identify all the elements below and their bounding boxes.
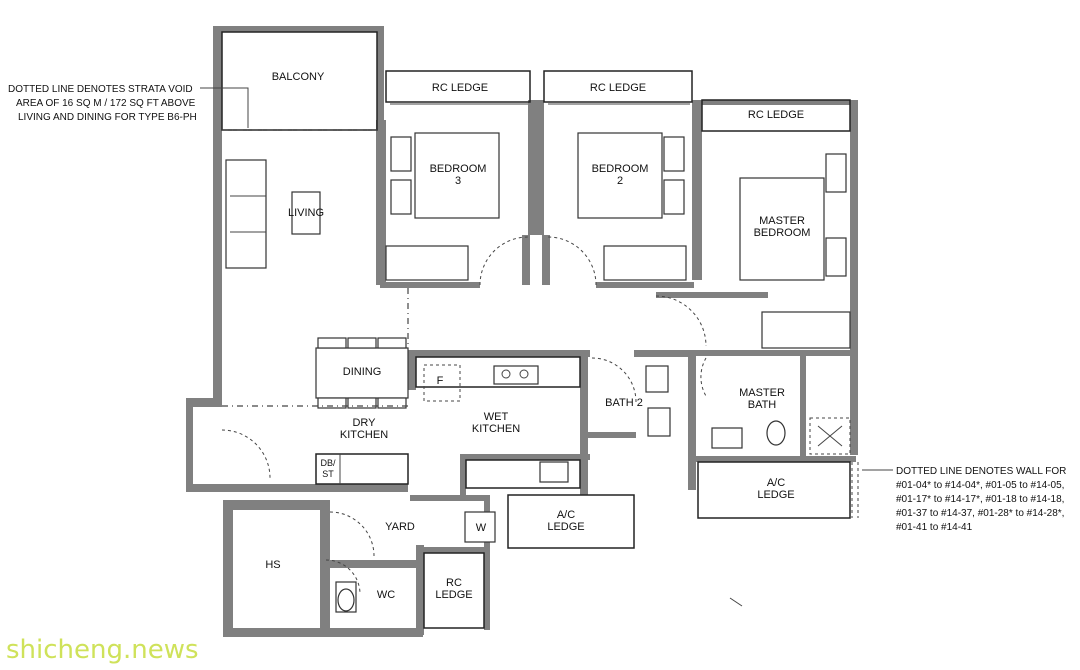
room-labels: BALCONY RC LEDGE RC LEDGE RC LEDGE BEDRO… bbox=[265, 71, 810, 601]
label-w: W bbox=[476, 522, 487, 534]
svg-text:LIVING AND DINING FOR TYPE B6-: LIVING AND DINING FOR TYPE B6-PH bbox=[18, 112, 197, 123]
label-bedroom2-b: 2 bbox=[617, 175, 623, 187]
annotation-wall-for: DOTTED LINE DENOTES WALL FOR #01-04* to … bbox=[896, 466, 1066, 533]
label-balcony: BALCONY bbox=[272, 71, 325, 83]
label-ac-ledge-1a: A/C bbox=[557, 509, 575, 521]
label-living: LIVING bbox=[288, 207, 324, 219]
svg-text:DOTTED LINE DENOTES STRATA VOI: DOTTED LINE DENOTES STRATA VOID bbox=[8, 84, 193, 95]
label-f: F bbox=[437, 375, 444, 387]
label-rc-ledge-2: RC LEDGE bbox=[590, 82, 646, 94]
label-master-bedroom-a: MASTER bbox=[759, 215, 805, 227]
wardrobe-bed3 bbox=[385, 245, 469, 281]
wardrobe-master bbox=[761, 311, 851, 349]
label-rc-ledge-4a: RC bbox=[446, 577, 462, 589]
svg-text:#01-41 to #14-41: #01-41 to #14-41 bbox=[896, 522, 973, 533]
outlines bbox=[200, 31, 893, 629]
label-dry-kitchen-b: KITCHEN bbox=[340, 429, 388, 441]
label-master-bath-a: MASTER bbox=[739, 387, 785, 399]
label-dining: DINING bbox=[343, 366, 382, 378]
watermark-text: shicheng.news bbox=[6, 635, 199, 665]
label-master-bath-b: BATH bbox=[748, 399, 777, 411]
label-db-b: ST bbox=[322, 469, 334, 479]
label-wet-kitchen-a: WET bbox=[484, 411, 509, 423]
label-bedroom3-a: BEDROOM bbox=[430, 163, 487, 175]
label-dry-kitchen-a: DRY bbox=[352, 417, 376, 429]
label-yard: YARD bbox=[385, 521, 415, 533]
svg-text:#01-37 to #14-37, #01-28* to #: #01-37 to #14-37, #01-28* to #14-28*, bbox=[896, 508, 1064, 519]
walls bbox=[186, 26, 858, 637]
label-hs: HS bbox=[265, 559, 280, 571]
label-bedroom3-b: 3 bbox=[455, 175, 461, 187]
label-ac-ledge-1b: LEDGE bbox=[547, 521, 584, 533]
label-ac-ledge-2b: LEDGE bbox=[757, 489, 794, 501]
svg-text:DOTTED LINE DENOTES WALL FOR: DOTTED LINE DENOTES WALL FOR bbox=[896, 466, 1066, 477]
label-rc-ledge-1: RC LEDGE bbox=[432, 82, 488, 94]
wardrobe-bed2 bbox=[603, 245, 687, 281]
annotation-strata-void: DOTTED LINE DENOTES STRATA VOID AREA OF … bbox=[8, 84, 197, 123]
label-db-a: DB/ bbox=[320, 458, 336, 468]
label-wet-kitchen-b: KITCHEN bbox=[472, 423, 520, 435]
label-rc-ledge-4b: LEDGE bbox=[435, 589, 472, 601]
label-wc: WC bbox=[377, 589, 395, 601]
svg-text:#01-17* to #14-17*, #01-18 to: #01-17* to #14-17*, #01-18 to #14-18, bbox=[896, 494, 1064, 505]
label-rc-ledge-3: RC LEDGE bbox=[748, 109, 804, 121]
label-bath2: BATH 2 bbox=[605, 397, 643, 409]
label-ac-ledge-2a: A/C bbox=[767, 477, 785, 489]
label-bedroom2-a: BEDROOM bbox=[592, 163, 649, 175]
svg-text:AREA OF 16 SQ M / 172 SQ FT AB: AREA OF 16 SQ M / 172 SQ FT ABOVE bbox=[16, 98, 196, 109]
label-master-bedroom-b: BEDROOM bbox=[754, 227, 811, 239]
svg-text:#01-04* to #14-04*, #01-05 to: #01-04* to #14-04*, #01-05 to #14-05, bbox=[896, 480, 1064, 491]
